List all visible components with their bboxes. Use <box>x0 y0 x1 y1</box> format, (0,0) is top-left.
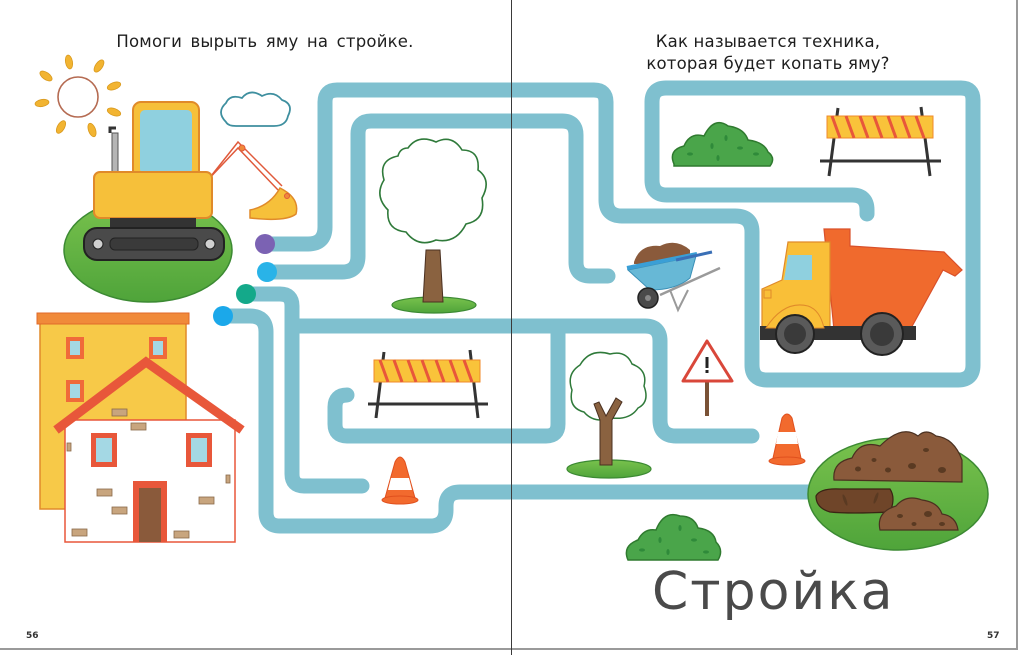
tree-icon <box>379 138 487 314</box>
section-title: Стройка <box>652 562 895 622</box>
bush-icon <box>671 121 774 167</box>
page-number-right: 57 <box>987 631 1000 641</box>
maze-start-teal[interactable] <box>236 284 256 304</box>
dump-truck-icon <box>760 228 963 356</box>
page-number-left: 56 <box>26 631 39 641</box>
left-page-instruction: Помоги вырыть яму на стройке. <box>116 32 414 51</box>
right-page-question: Как называется техника, которая будет ко… <box>618 31 918 75</box>
traffic-cone-icon <box>381 456 419 505</box>
maze-path-teal-branch[interactable] <box>284 318 760 444</box>
maze-start-sky-blue[interactable] <box>213 306 233 326</box>
maze-path-purple[interactable] <box>262 80 981 388</box>
dirt-pit-icon <box>807 431 989 551</box>
book-gutter <box>511 0 512 655</box>
road-barrier-icon-right <box>820 106 941 177</box>
tree-icon-small <box>566 351 652 479</box>
traffic-cone-icon-right <box>768 413 806 466</box>
bush-icon-bottom <box>625 513 722 561</box>
maze-path-middle-box[interactable] <box>327 318 566 444</box>
maze-paths[interactable] <box>216 80 981 534</box>
question-line-2: которая будет копать яму? <box>646 54 890 73</box>
maze-path-light-blue[interactable] <box>260 113 616 284</box>
maze-start-light-blue[interactable] <box>257 262 277 282</box>
maze-start-purple[interactable] <box>255 234 275 254</box>
cloud-icon <box>220 91 291 127</box>
maze-path-sky-blue[interactable] <box>216 308 820 534</box>
excavator-icon <box>63 101 298 303</box>
question-line-1: Как называется техника, <box>655 32 881 51</box>
warning-sign-icon <box>681 339 734 416</box>
sun-icon <box>34 54 122 138</box>
wheelbarrow-icon <box>626 242 721 313</box>
road-barrier-icon <box>368 349 488 419</box>
house-icon <box>53 356 245 543</box>
maze-path-teal[interactable] <box>238 286 370 494</box>
